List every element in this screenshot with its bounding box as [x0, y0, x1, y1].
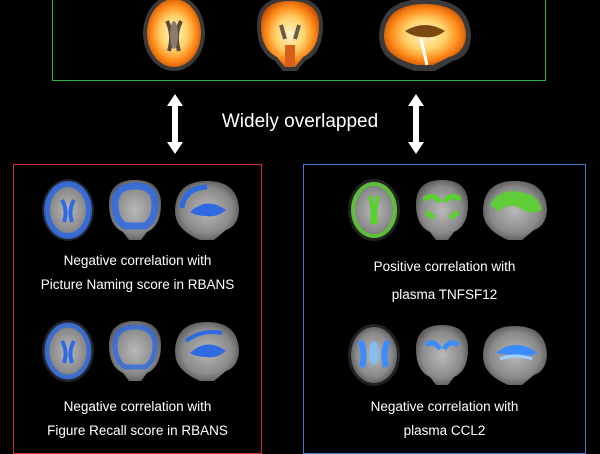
brain-axial-green	[348, 179, 400, 241]
top-panel	[52, 0, 546, 81]
right-double-arrow-icon	[408, 94, 424, 154]
brain-sagittal-blue	[175, 322, 239, 381]
overlap-label: Widely overlapped	[221, 111, 379, 132]
left-panel: Negative correlation with Picture Naming…	[13, 164, 262, 454]
brain-sagittal-green	[483, 181, 547, 240]
brain-coronal-blue	[109, 180, 161, 240]
brain-axial-blue	[348, 324, 400, 386]
right-caption-2-line-2: plasma CCL2	[403, 423, 486, 438]
brain-axial-blue	[42, 320, 94, 382]
brain-coronal-green	[416, 180, 468, 240]
left-caption-1-line-1: Negative correlation with	[63, 253, 212, 268]
brain-coronal-blue	[109, 321, 161, 381]
left-caption-1-line-2: Picture Naming score in RBANS	[40, 277, 235, 292]
brain-axial-blue	[42, 179, 94, 241]
left-caption-2-line-2: Figure Recall score in RBANS	[47, 423, 228, 438]
right-caption-1-line-2: plasma TNFSF12	[391, 287, 498, 302]
brain-sagittal-blue	[175, 181, 239, 240]
right-caption-1-line-1: Positive correlation with	[373, 259, 516, 274]
brain-coronal-hot	[257, 0, 323, 71]
right-panel: Positive correlation with plasma TNFSF12…	[303, 164, 586, 454]
brain-axial-hot	[143, 0, 205, 71]
left-caption-2-line-1: Negative correlation with	[63, 399, 212, 414]
brain-sagittal-hot	[379, 0, 471, 71]
brain-sagittal-blue	[483, 326, 547, 385]
brain-coronal-blue	[416, 325, 468, 385]
left-double-arrow-icon	[167, 94, 183, 154]
right-caption-2-line-1: Negative correlation with	[370, 399, 519, 414]
